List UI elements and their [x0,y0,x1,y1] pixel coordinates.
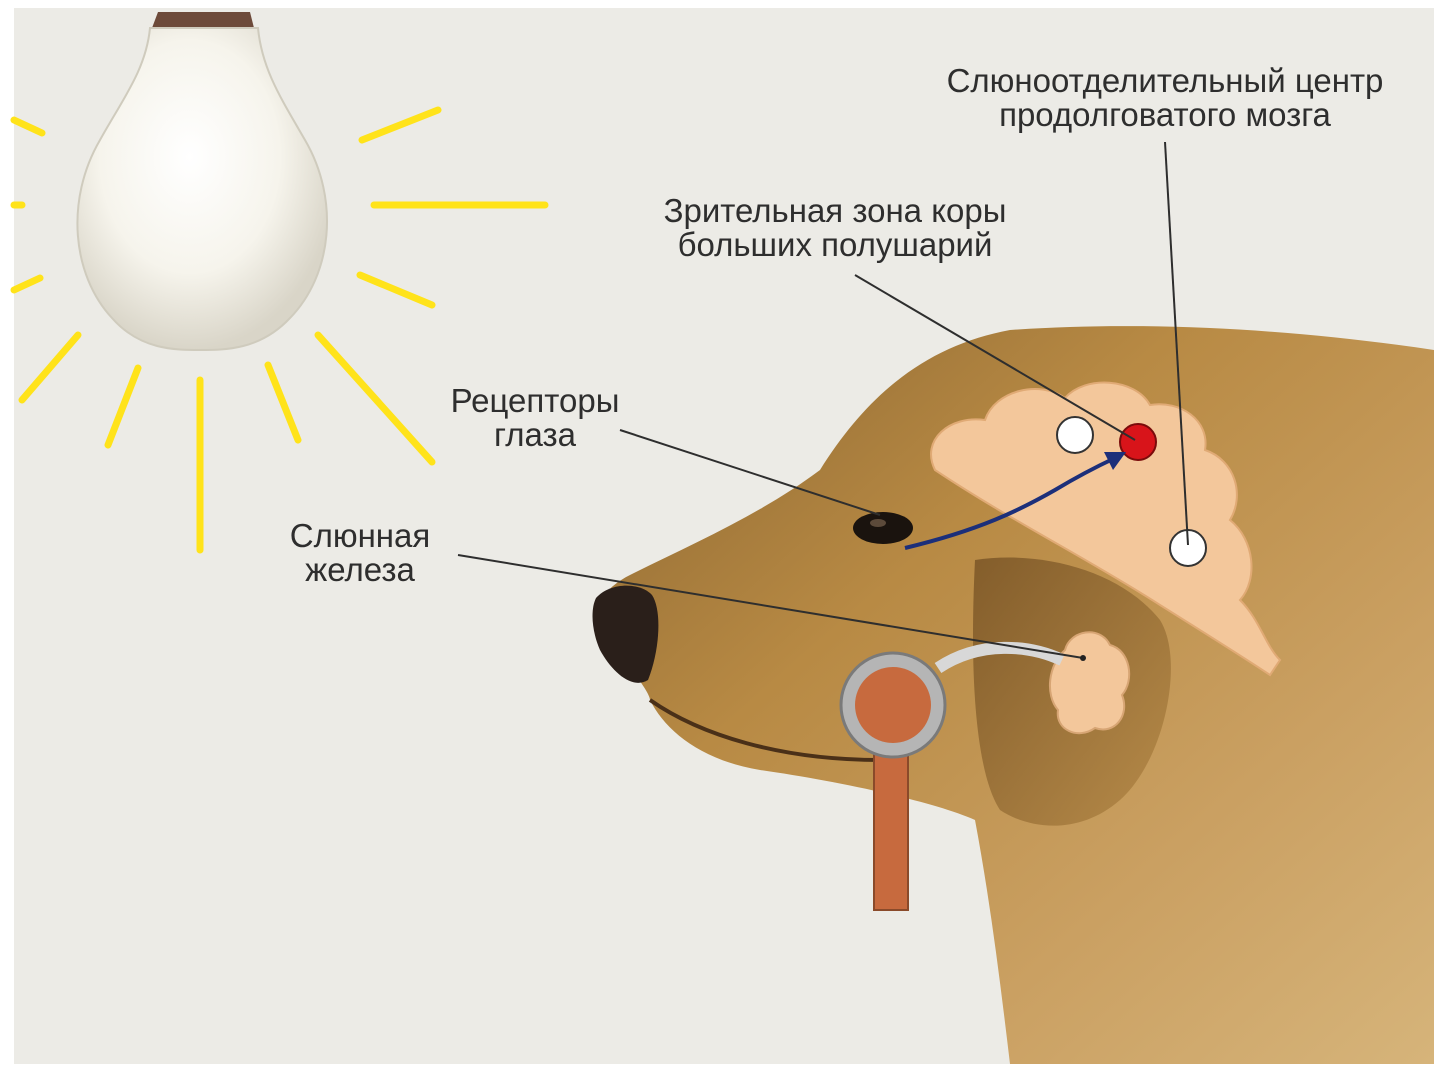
label-visual-cortex: Зрительная зона коры больших полушарий [615,194,1055,262]
label-salivary-center: Слюноотделительный центр продолговатого … [900,64,1430,132]
gland-point [1080,655,1086,661]
visual-center-white [1057,417,1093,453]
label-eye-receptors: Рецепторы глаза [420,384,650,452]
dog-eye [853,512,913,544]
active-center-red [1120,424,1156,460]
label-salivary-gland: Слюнная железа [260,519,460,587]
